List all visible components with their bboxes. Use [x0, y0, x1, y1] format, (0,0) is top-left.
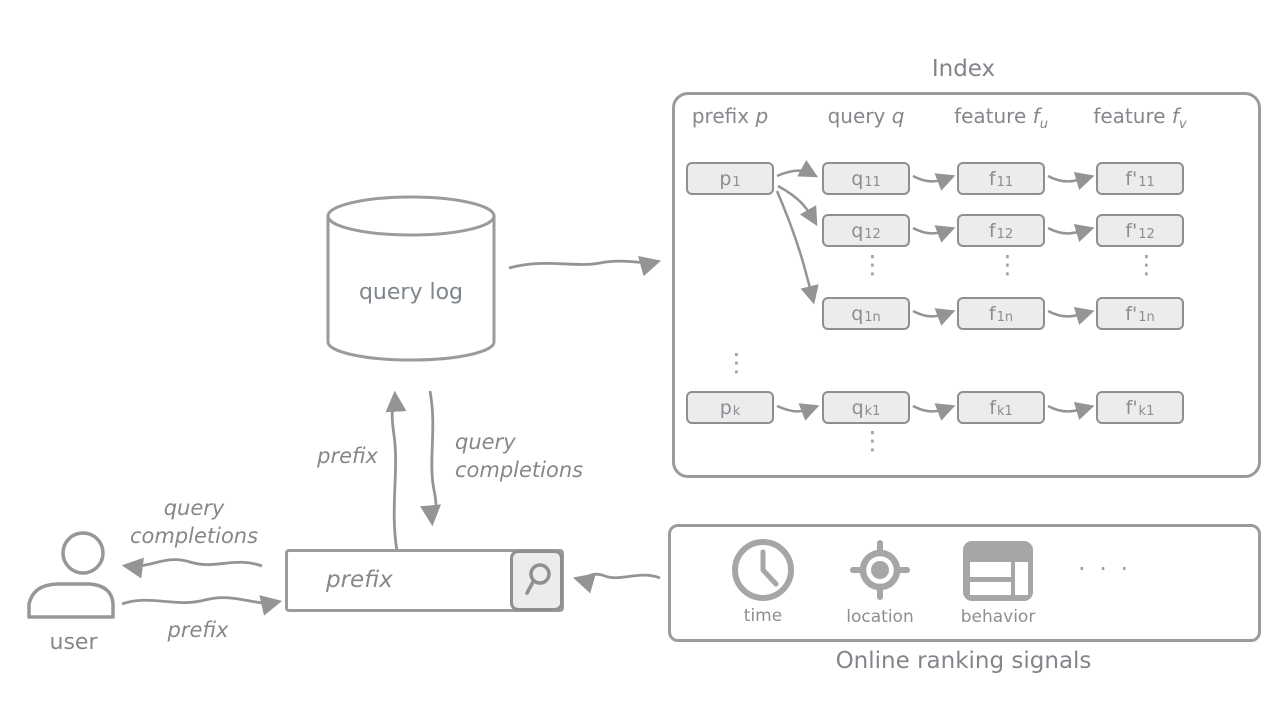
index-node-fp1n: f'1n	[1096, 297, 1184, 330]
index-title: Index	[931, 56, 996, 82]
column-header-feature-v-sub: v	[1178, 117, 1187, 132]
ellipsis-qk-column: ⋮	[860, 426, 885, 455]
ellipsis-q-column: ⋮	[860, 250, 885, 279]
flow-label-user-query-completions: query completions	[118, 494, 270, 550]
column-header-prefix-symbol: p	[755, 104, 769, 128]
index-panel	[672, 92, 1261, 478]
search-input-value: prefix	[326, 567, 393, 593]
flow-label-prefix-up: prefix	[317, 444, 378, 468]
column-header-prefix: prefix p	[660, 104, 800, 128]
index-node-fp12: f'12	[1096, 214, 1184, 247]
column-header-query-label: query	[827, 104, 892, 128]
column-header-query-symbol: q	[891, 104, 905, 128]
column-header-feature-u: feature fu	[931, 104, 1071, 132]
arrow-user-to-box	[121, 595, 283, 616]
arrow-completions-down	[420, 390, 442, 527]
column-header-feature-u-symbol: f	[1032, 104, 1040, 128]
arrow-prefix-up	[385, 390, 407, 552]
index-node-fp11: f'11	[1096, 162, 1184, 195]
signal-label-behavior: behavior	[960, 607, 1036, 627]
flow-label-query-completions-down-line2: completions	[455, 458, 584, 482]
online-ranking-signals-panel	[668, 524, 1261, 642]
column-header-query: query q	[796, 104, 936, 128]
query-log-label: query log	[358, 280, 464, 305]
ellipsis-f-column: ⋮	[995, 250, 1020, 279]
query-log-cylinder	[326, 195, 496, 362]
signals-caption: Online ranking signals	[835, 648, 1092, 674]
search-button	[510, 550, 563, 611]
ellipsis-p-column: ⋮	[724, 348, 749, 377]
column-header-feature-u-label: feature	[954, 104, 1033, 128]
arrow-signals-to-searchbox	[572, 572, 661, 594]
flow-label-user-prefix: prefix	[167, 618, 229, 642]
signals-ellipsis: . . .	[1078, 548, 1132, 576]
index-node-fpk1: f'k1	[1096, 391, 1184, 424]
arrow-box-to-user	[121, 557, 263, 579]
signal-label-time: time	[743, 606, 783, 626]
flow-label-query-completions-down-line1: query	[455, 430, 516, 454]
magnifier-icon	[524, 562, 551, 595]
ellipsis-fp-column: ⋮	[1134, 250, 1159, 279]
column-header-prefix-label: prefix	[691, 104, 756, 128]
column-header-feature-v-label: feature	[1093, 104, 1172, 128]
signal-label-location: location	[846, 607, 914, 627]
flow-label-user-query-completions-line1: query	[163, 496, 225, 520]
user-icon	[27, 531, 115, 619]
flow-label-user-query-completions-line2: completions	[129, 524, 259, 548]
flow-label-query-completions-down: query completions	[455, 428, 583, 484]
column-header-feature-u-sub: u	[1039, 117, 1048, 132]
column-header-feature-v-symbol: f	[1171, 104, 1179, 128]
user-label: user	[49, 630, 98, 655]
arrow-querylog-to-index	[508, 255, 662, 277]
column-header-feature-v: feature fv	[1070, 104, 1210, 132]
